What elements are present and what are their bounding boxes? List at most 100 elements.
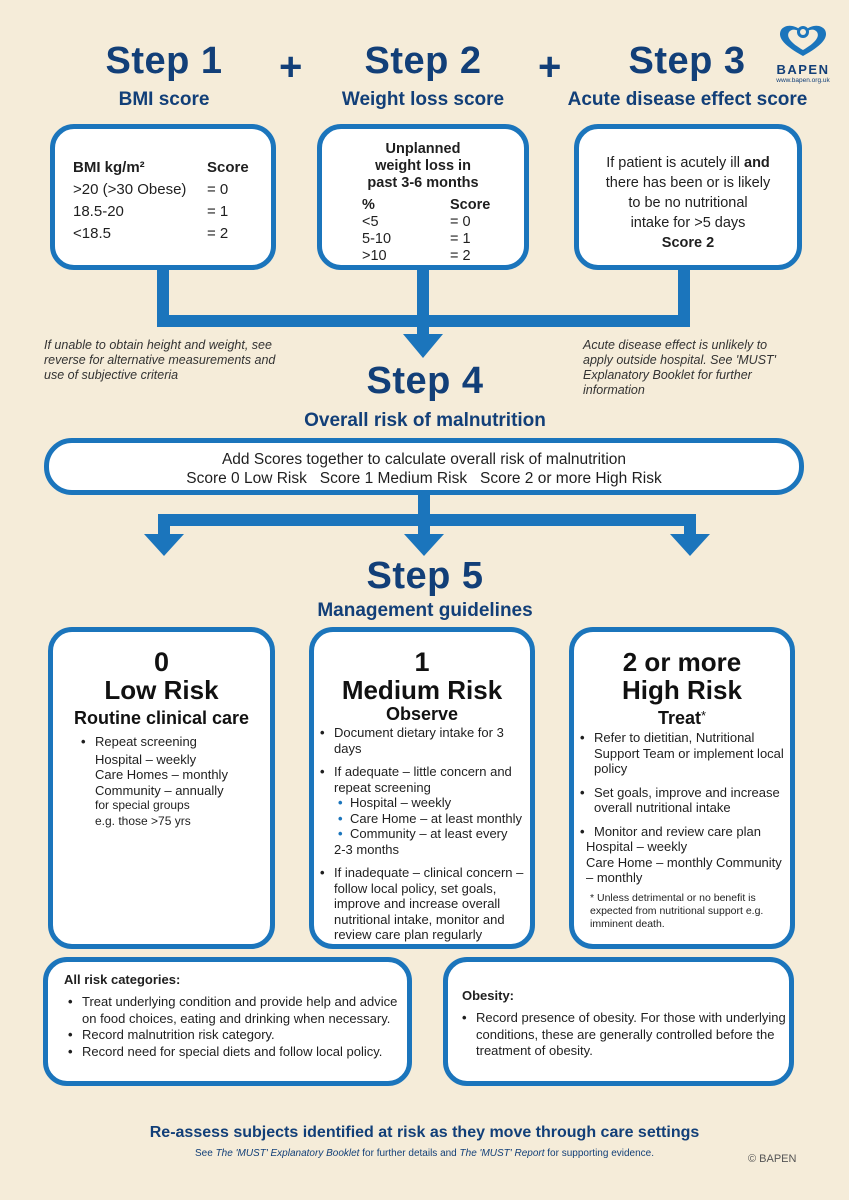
weight-loss-score: = 1 [450,231,471,247]
high-risk-line: – monthly [586,870,643,885]
acute-score: Score 2 [661,235,715,251]
acute-text-line: to be no nutritional [628,195,748,211]
acute-text-bold: and [744,155,770,171]
bapen-logo-url: www.bapen.org.uk [776,77,830,84]
high-risk-box: 2 or more High Risk Treat* Refer to diet… [569,627,795,949]
bmi-score-box: BMI kg/m² Score >20 (>30 Obese)= 0 18.5-… [50,124,276,270]
medium-risk-subtitle: Observe [385,704,459,724]
arrow-down-icon [403,334,443,358]
medium-risk-title: Medium Risk [341,675,503,705]
high-risk-bullet: Set goals, improve and increase overall … [580,785,787,816]
acute-text-line: If patient is acutely ill [606,155,740,171]
arrow-down-icon [144,534,184,556]
high-risk-title: High Risk [622,675,742,705]
weight-loss-title-line: weight loss in [375,158,471,174]
medium-risk-bullet: Document dietary intake for 3 days [320,725,527,756]
bmi-header-score: Score [207,159,249,176]
footer-report: The 'MUST' Report [459,1148,545,1159]
connector-step4-down [418,492,430,534]
step5-subtitle: Management guidelines [317,600,533,621]
bmi-score: = 0 [207,181,229,198]
low-risk-small: e.g. those >75 yrs [95,813,191,828]
weight-loss-score: = 2 [450,248,471,264]
bmi-score: = 1 [207,203,229,220]
high-risk-bullet: Refer to dietitian, Nutritional Support … [580,730,787,777]
acute-disease-score-box: If patient is acutely ill and there has … [574,124,802,270]
obesity-title: Obesity: [462,988,515,1003]
note-left: If unable to obtain height and weight, s… [44,338,276,382]
all-risk-item: Record malnutrition risk category. [68,1027,402,1044]
weight-loss-header-percent: % [362,197,375,213]
high-risk-score: 2 or more [622,647,742,677]
footer-headline: Re-assess subjects identified at risk as… [149,1124,700,1141]
high-risk-footnote: * Unless detrimental or no benefit is ex… [590,891,764,930]
bapen-logo: BAPEN www.bapen.org.uk [770,22,836,84]
medium-risk-bullet: If adequate – little concern and repeat … [320,764,527,795]
bapen-heart-icon [779,25,827,56]
all-risk-item: Treat underlying condition and provide h… [68,994,402,1027]
note-right: Acute disease effect is unlikely to appl… [583,338,777,397]
footer-copyright: © BAPEN [748,1153,797,1165]
medium-risk-sub-tail: 2-3 months [334,841,400,857]
medium-risk-score: 1 [414,647,430,677]
step4-subtitle: Overall risk of malnutrition [304,410,546,431]
connector-step3-down [678,265,690,327]
plus-sign-1: + [279,45,303,89]
step3-subtitle: Acute disease effect score [567,89,808,110]
connector-right-down [684,514,696,536]
high-risk-asterisk: * [700,708,707,723]
obesity-box: Obesity: Record presence of obesity. For… [443,957,794,1086]
weight-loss-title-line: Unplanned [385,141,461,157]
weight-loss-score-box: Unplanned weight loss in past 3-6 months… [317,124,529,270]
low-risk-title: Low Risk [104,675,219,705]
plus-sign-2: + [538,45,562,89]
low-risk-box: 0 Low Risk Routine clinical care Repeat … [48,627,275,949]
high-risk-bullet: Monitor and review care plan [580,824,787,840]
bmi-range: <18.5 [73,225,111,242]
bmi-range: 18.5-20 [73,203,124,220]
bmi-header-label: BMI kg/m² [73,159,145,176]
arrow-down-icon [670,534,710,556]
all-risk-title: All risk categories: [64,972,181,987]
all-risk-item: Record need for special diets and follow… [68,1044,402,1061]
low-risk-line: Care Homes – monthly [95,767,228,782]
connector-left-down [158,514,170,536]
step2-title: Step 2 [364,40,482,82]
weight-loss-range: <5 [362,214,379,230]
step1-subtitle: BMI score [118,89,210,110]
footer-end: for supporting evidence. [547,1148,654,1159]
step2-subtitle: Weight loss score [341,89,505,110]
arrow-down-icon [404,534,444,556]
step1-title: Step 1 [105,40,223,82]
connector-step1-down [157,265,169,327]
medium-risk-bullet: If inadequate – clinical concern – follo… [320,865,527,943]
acute-text-line: there has been or is likely [605,175,771,191]
footer-see: See [195,1148,213,1159]
connector-step2-down [417,265,429,337]
low-risk-bullet: Repeat screening [81,734,264,750]
low-risk-small: for special groups [95,798,190,812]
bmi-score: = 2 [207,225,229,242]
bapen-logo-text: BAPEN [776,62,830,77]
overall-risk-box: Add Scores together to calculate overall… [44,438,804,495]
low-risk-score: 0 [153,647,170,677]
step5-title: Step 5 [366,555,484,597]
weight-loss-header-score: Score [450,197,491,213]
medium-risk-box: 1 Medium Risk Observe Document dietary i… [309,627,535,949]
high-risk-line: Care Home – monthly Community [586,854,782,870]
medium-risk-sub-item: Care Home – at least monthly [338,811,527,827]
acute-text-line: intake for >5 days [630,215,746,231]
high-risk-subtitle: Treat [657,708,701,728]
medium-risk-sub-item: Hospital – weekly [338,795,527,811]
overall-risk-instruction: Add Scores together to calculate overall… [221,451,627,468]
low-risk-line: Community – annually [95,782,224,798]
weight-loss-title-line: past 3-6 months [367,175,479,191]
obesity-item: Record presence of obesity. For those wi… [462,1010,796,1060]
connector-horizontal-middle [158,514,696,526]
high-risk-line: Hospital – weekly [586,839,688,854]
all-risk-categories-box: All risk categories: Treat underlying co… [43,957,412,1086]
low-risk-line: Hospital – weekly [95,751,197,767]
weight-loss-range: >10 [362,248,387,264]
footer-booklet: The 'MUST' Explanatory Booklet [215,1148,360,1159]
weight-loss-range: 5-10 [362,231,392,247]
